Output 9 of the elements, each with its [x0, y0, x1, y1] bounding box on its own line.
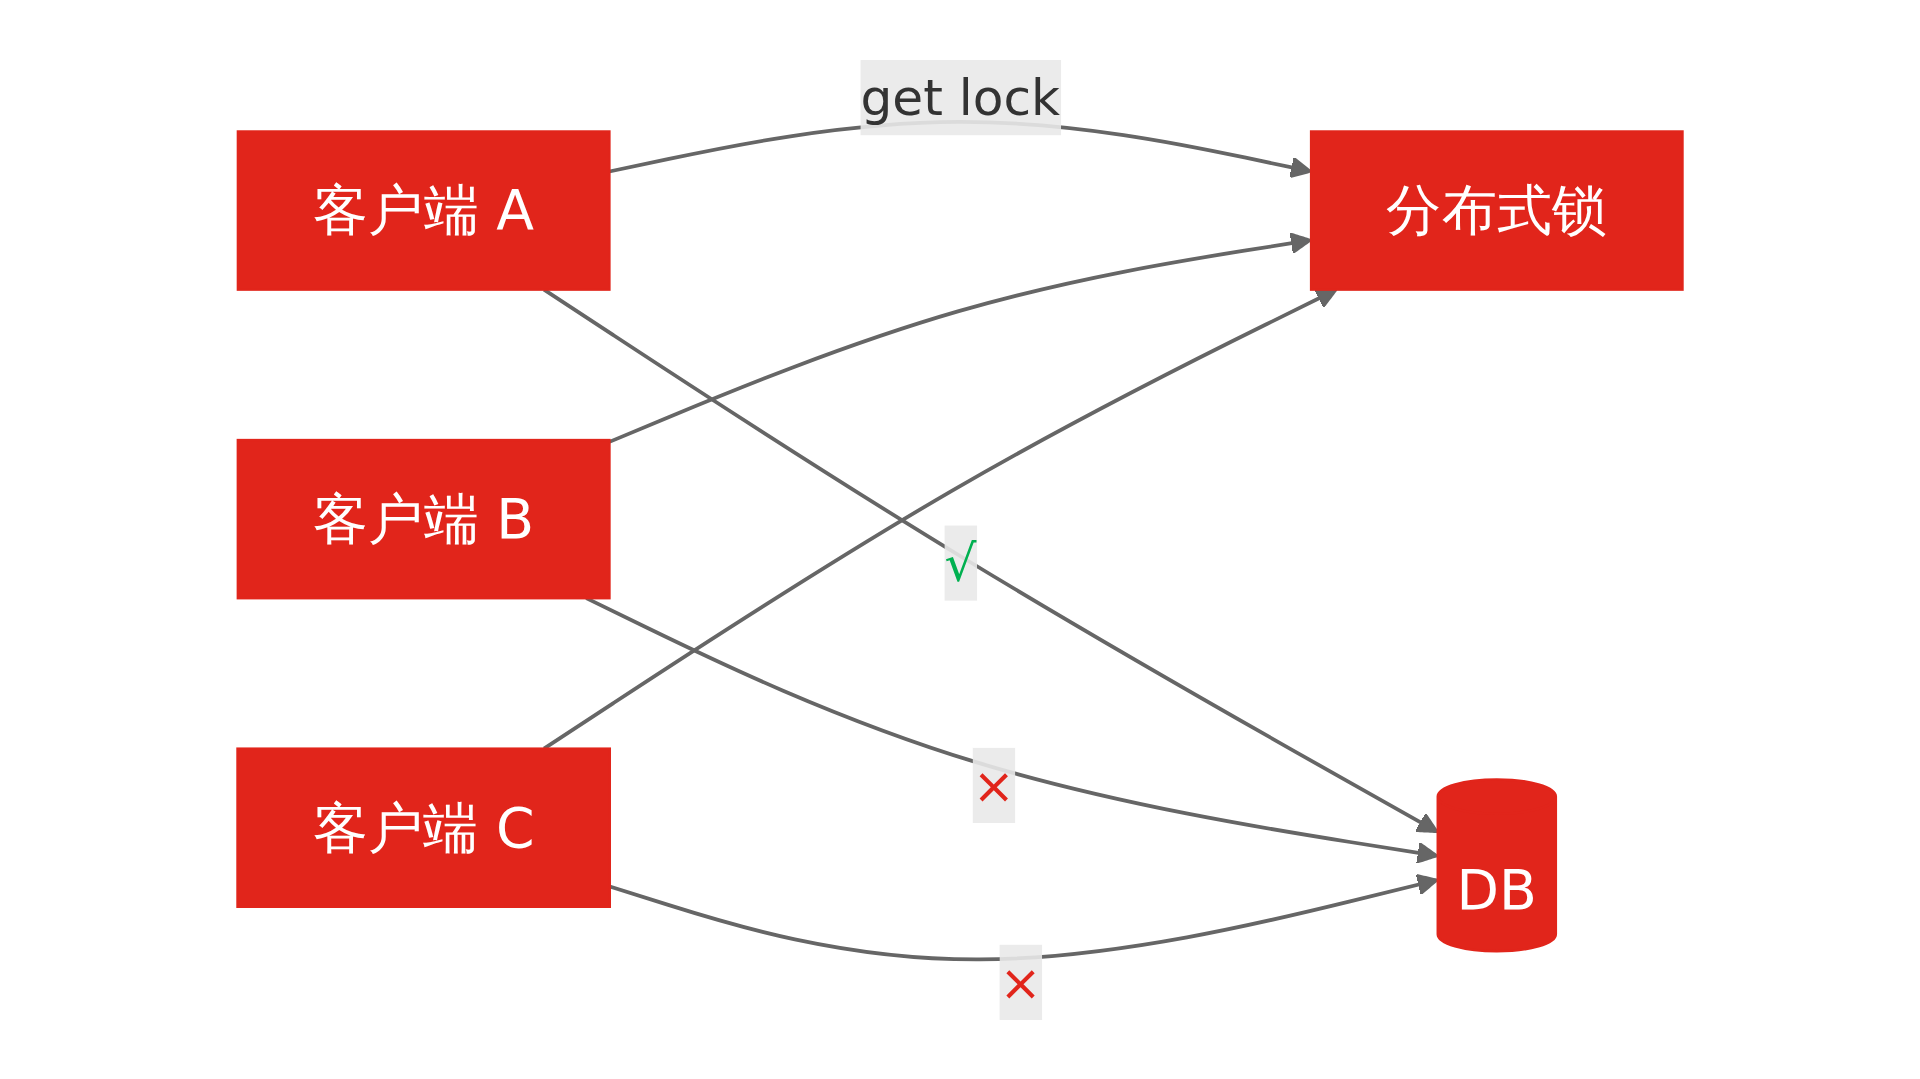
edge-label: √	[944, 532, 977, 593]
node-box: 客户端 B	[236, 438, 611, 599]
node-box: 客户端 C	[236, 746, 611, 908]
edge-label: ×	[999, 951, 1042, 1012]
arrow	[609, 873, 1439, 961]
edge-label: ×	[972, 754, 1015, 815]
node-box: 分布式锁	[1309, 129, 1684, 291]
node-box: 客户端 A	[236, 129, 611, 291]
edge-label: get lock	[860, 67, 1061, 128]
